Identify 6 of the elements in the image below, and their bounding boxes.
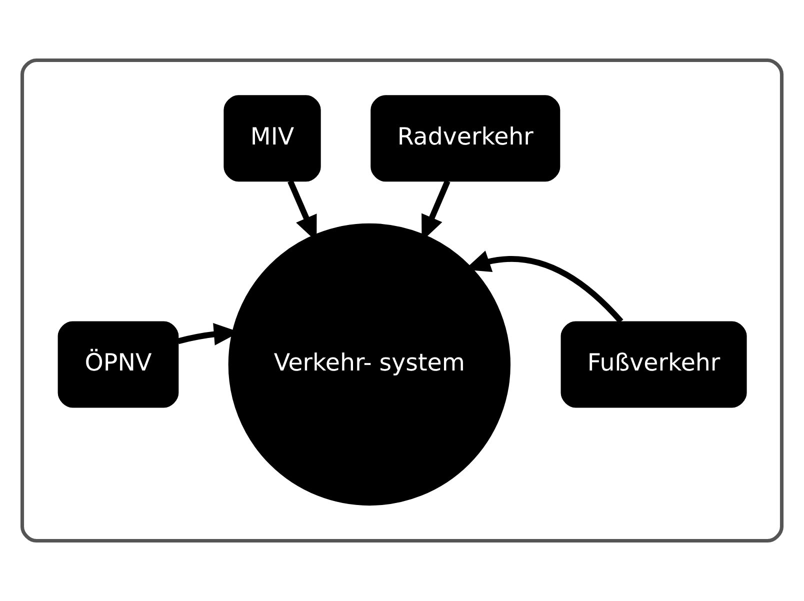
node-box: Fußverkehr bbox=[560, 321, 747, 408]
node-box: MIV bbox=[224, 95, 321, 182]
node-box: Radverkehr bbox=[370, 95, 560, 182]
cluster bbox=[20, 58, 784, 543]
node-circle: Verkehr- system bbox=[228, 223, 511, 506]
node-box: ÖPNV bbox=[58, 321, 179, 408]
